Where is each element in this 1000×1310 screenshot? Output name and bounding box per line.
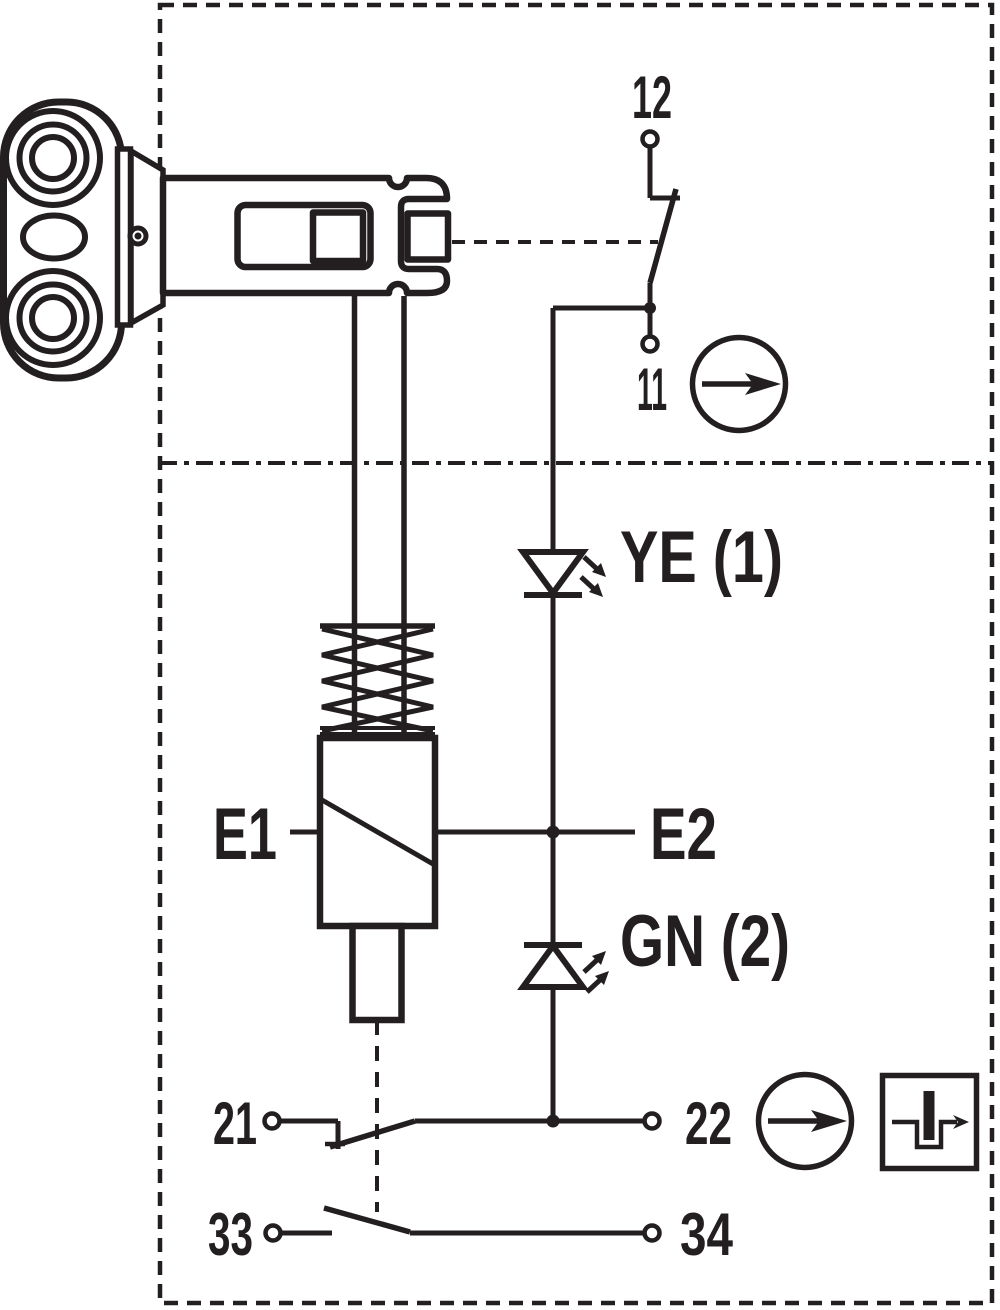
nc-contact-11-12 (640, 129, 680, 354)
label-coil-e1: E1 (213, 794, 277, 875)
actuator-bottom-hole-inner (29, 294, 77, 342)
led-green-ray-1-head (592, 951, 606, 965)
label-led-green: GN (2) (620, 901, 790, 982)
led-green-ray-2-head (595, 971, 609, 985)
led-yellow-ray-2 (579, 575, 596, 591)
terminal-11-circle (640, 334, 660, 354)
coil-diagonal (320, 797, 435, 867)
coil-plunger (349, 922, 405, 1024)
led-yellow-triangle (517, 549, 589, 599)
arrow-head (811, 1110, 847, 1132)
label-terminal-22: 22 (685, 1090, 732, 1157)
solenoid-coil (290, 734, 635, 1212)
led-green-triangle (517, 940, 589, 990)
contact-22-junction-dot (546, 1114, 560, 1128)
contact-blade-11-12 (647, 188, 679, 284)
actuator-top-hole-mid (16, 121, 90, 195)
contact-blade-33-34 (323, 1205, 411, 1235)
led-green-ray-1 (582, 958, 599, 974)
spring-zigzag-b (321, 626, 434, 734)
label-terminal-34: 34 (680, 1201, 733, 1268)
actuator-bottom-hole-outer (3, 268, 103, 368)
spring-zigzag-a (321, 626, 434, 734)
actuation-direction-bottom-icon (755, 1071, 855, 1171)
actuator-top-hole-outer (3, 108, 103, 208)
label-terminal-11: 11 (637, 356, 667, 423)
actuator-top-hole-inner (29, 134, 77, 182)
plunger-head (404, 210, 452, 263)
terminal-33-circle (263, 1223, 283, 1243)
terminal-34-circle (642, 1223, 662, 1243)
enclosure-dashed-border (157, 2, 995, 1306)
plunger-slot-icon (879, 1072, 980, 1172)
label-terminal-12: 12 (632, 64, 672, 131)
label-terminal-33: 33 (208, 1201, 253, 1268)
terminal-12-circle (640, 129, 660, 149)
contact-21-22 (262, 1111, 662, 1150)
led-yellow-symbol (517, 549, 606, 599)
terminal-21-circle (262, 1111, 282, 1131)
slot-path (892, 1119, 957, 1150)
label-coil-e2: E2 (650, 794, 717, 875)
arrow-head (745, 373, 781, 395)
contact-blade-21-22 (329, 1118, 416, 1150)
arm-slot-block (309, 209, 367, 265)
actuator-key (0, 98, 166, 382)
led-green-symbol (517, 940, 609, 994)
actuation-direction-top-icon (689, 334, 789, 434)
led-yellow-ray-1-head (592, 563, 606, 577)
label-led-yellow: YE (1) (620, 517, 783, 598)
contact-33-34 (263, 1205, 662, 1243)
cam-lever-arm (159, 174, 452, 733)
led-yellow-ray-2-head (589, 583, 603, 597)
led-green-ray-2 (585, 978, 602, 994)
actuator-center-slot (20, 212, 88, 262)
actuator-bottom-hole-mid (16, 281, 90, 355)
pivot-pin-center (134, 232, 142, 240)
terminal-22-circle (642, 1111, 662, 1131)
slot-arrow-head (953, 1115, 969, 1129)
return-spring (320, 623, 435, 736)
led-yellow-ray-1 (582, 555, 599, 571)
label-terminal-21: 21 (213, 1090, 257, 1157)
